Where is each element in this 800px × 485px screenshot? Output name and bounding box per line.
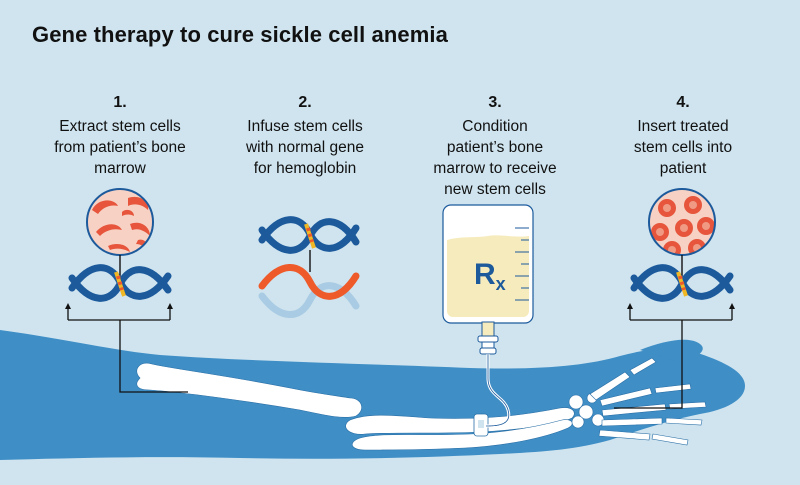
- arm-illustration: [0, 330, 745, 460]
- step-2-text: Infuse stem cells with normal gene for h…: [245, 118, 365, 177]
- step-1-text: Extract stem cells from patient’s bone m…: [54, 118, 186, 177]
- step-2-number: 2.: [298, 94, 312, 111]
- iv-bag-icon: Rx: [442, 204, 534, 355]
- dna-sickle-icon: [68, 264, 172, 302]
- dna-treated-icon: [630, 264, 734, 302]
- step-3-graphic: Rx: [442, 204, 534, 428]
- rx-label: Rx: [474, 258, 506, 294]
- hand-bones: [568, 357, 707, 446]
- step-1: 1. Extract stem cells from patient’s bon…: [30, 92, 210, 179]
- dna-normal-gene-icon: [258, 264, 360, 318]
- step-1-graphic: [65, 188, 188, 393]
- page-title: Gene therapy to cure sickle cell anemia: [32, 22, 448, 47]
- step-2-graphic: [258, 216, 360, 318]
- sickle-cells-magnifier-icon: [86, 188, 154, 256]
- arm-thumb: [640, 339, 703, 362]
- step-1-number: 1.: [113, 94, 127, 111]
- step-3: 3. Condition patient’s bone marrow to re…: [405, 92, 585, 200]
- step-4-number: 4.: [676, 94, 690, 111]
- step-2: 2. Infuse stem cells with normal gene fo…: [215, 92, 395, 179]
- step-4-text: Insert treated stem cells into patient: [633, 118, 733, 177]
- healthy-cells-magnifier-icon: [648, 188, 716, 256]
- ulna-radius-bones: [345, 407, 575, 451]
- dna-corrected-icon: [258, 216, 360, 254]
- step-3-number: 3.: [488, 94, 502, 111]
- step-3-text: Condition patient’s bone marrow to recei…: [433, 118, 557, 198]
- iv-catheter-dot: [478, 420, 484, 428]
- step-4: 4. Insert treated stem cells into patien…: [593, 92, 773, 179]
